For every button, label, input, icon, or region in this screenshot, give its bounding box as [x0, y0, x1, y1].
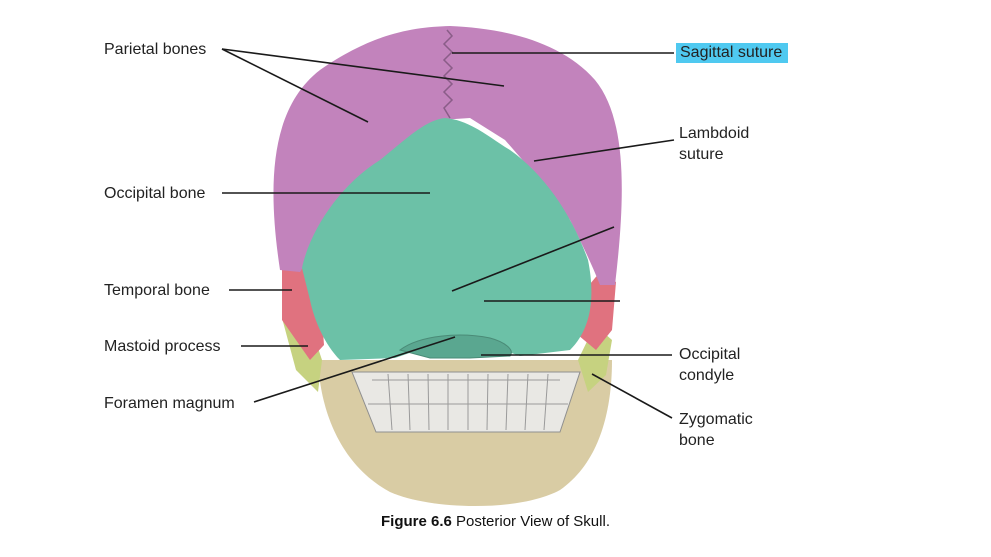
zygomatic-line1: Zygomatic — [679, 411, 753, 428]
occipital-bone — [302, 118, 592, 360]
lambdoid-line2: suture — [679, 146, 724, 163]
teeth — [351, 371, 581, 433]
label-occipital-bone: Occipital bone — [104, 185, 206, 202]
figure-number: Figure 6.6 — [381, 513, 452, 530]
figure-caption: Figure 6.6 Posterior View of Skull. — [0, 513, 991, 530]
zygomatic-bone-right — [578, 325, 612, 392]
zygomatic-line2: bone — [679, 432, 715, 449]
teeth-lines — [368, 373, 568, 431]
label-sagittal-suture: Sagittal suture — [676, 42, 789, 63]
sagittal-suture-mark — [442, 29, 454, 119]
sagittal-suture-highlight: Sagittal suture — [676, 43, 789, 63]
label-temporal-bone: Temporal bone — [104, 282, 210, 299]
occipital-condyle-line2: condyle — [679, 367, 735, 384]
occipital-condyle-line1: Occipital — [679, 346, 741, 363]
label-lambdoid-suture: Lambdoid suture — [679, 123, 749, 165]
figure-title: Posterior View of Skull. — [456, 513, 610, 530]
label-zygomatic-bone: Zygomatic bone — [679, 409, 753, 451]
leader-lines — [221, 48, 675, 419]
label-foramen-magnum: Foramen magnum — [104, 395, 235, 412]
label-parietal-bones: Parietal bones — [104, 41, 207, 58]
parietal-bones — [273, 26, 622, 285]
lambdoid-line1: Lambdoid — [679, 125, 750, 142]
label-occipital-condyle: Occipital condyle — [679, 344, 740, 386]
label-mastoid-process: Mastoid process — [104, 338, 221, 355]
